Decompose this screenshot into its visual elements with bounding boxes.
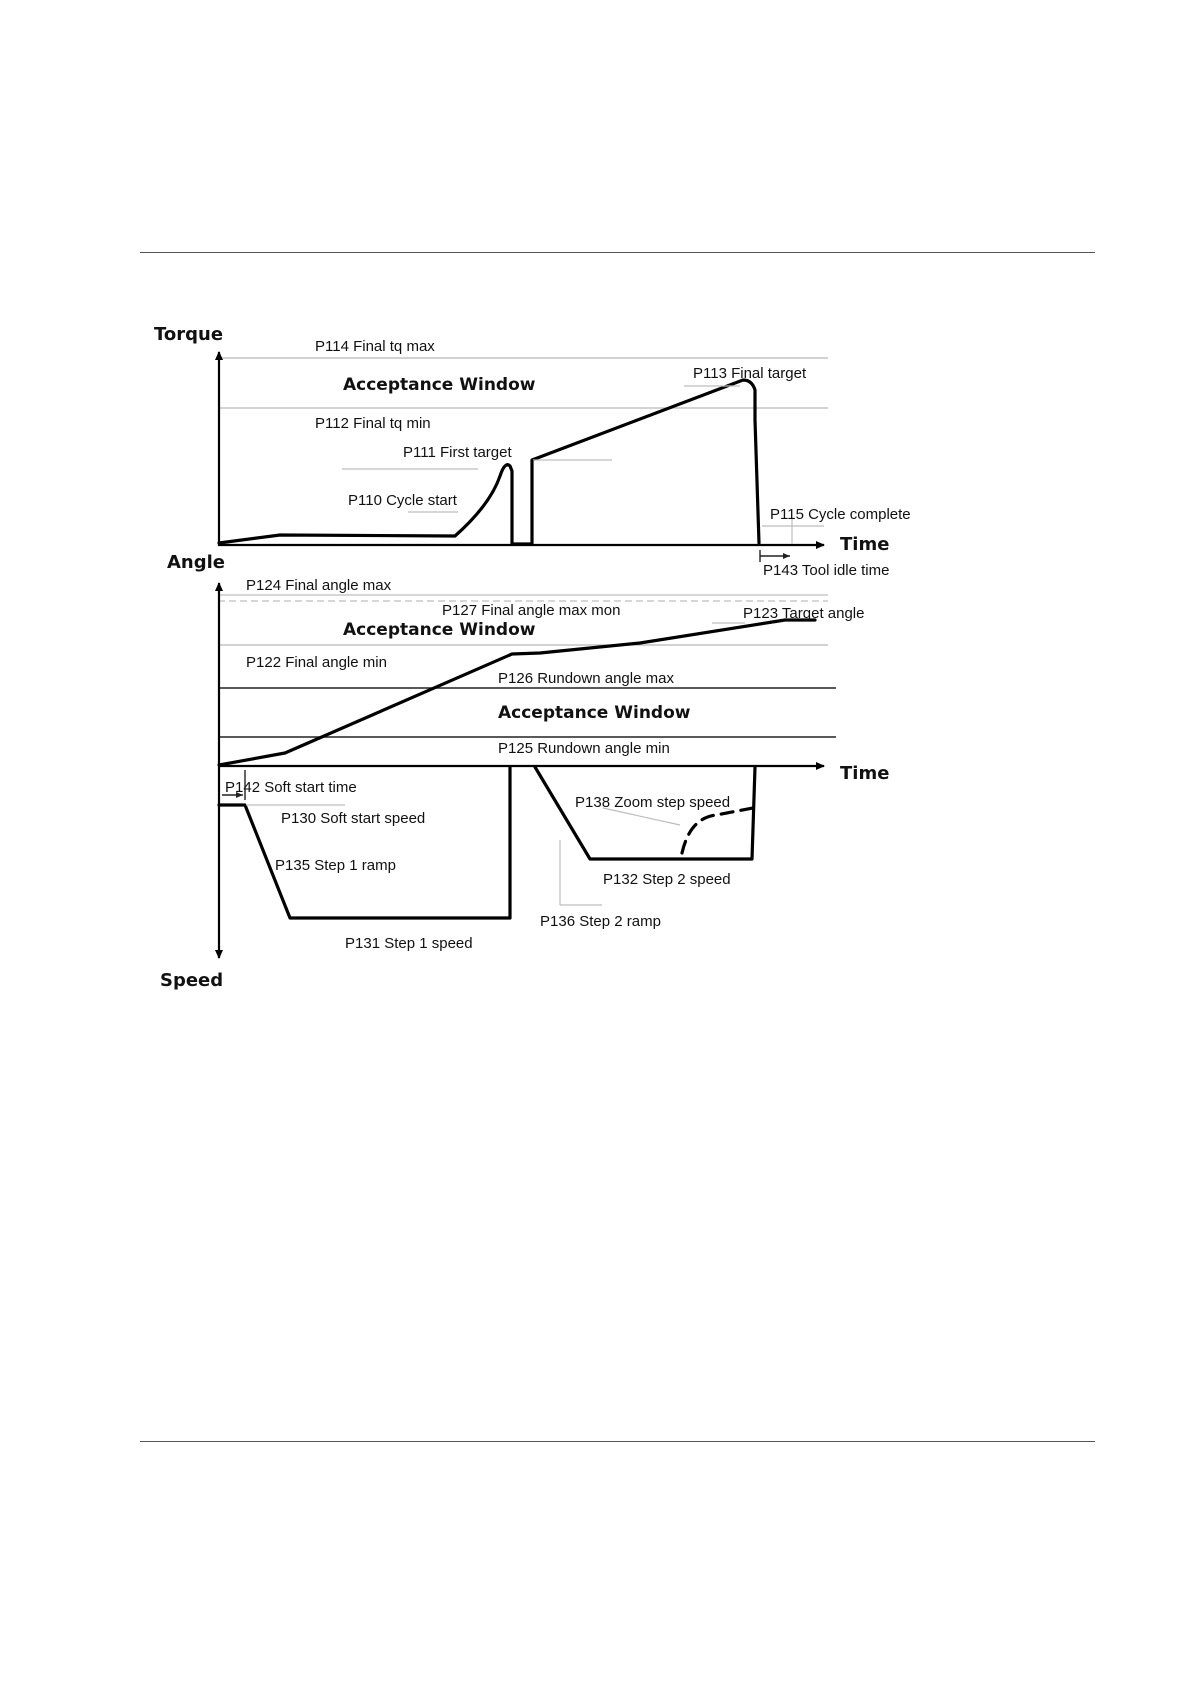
- torque-axis-label: Torque: [154, 324, 223, 345]
- angle-curve: [217, 618, 817, 767]
- zoom-step-speed-label: P138 Zoom step speed: [575, 794, 730, 811]
- target-angle-label: P123 Target angle: [743, 605, 865, 622]
- step1-ramp-label: P135 Step 1 ramp: [275, 857, 396, 874]
- final-tq-max-label: P114 Final tq max: [315, 338, 435, 355]
- torque-acceptance-window-label: Acceptance Window: [343, 375, 536, 395]
- speed-step1-curve: [217, 765, 512, 920]
- rundown-acceptance-window-label: Acceptance Window: [498, 703, 691, 723]
- final-angle-min-label: P122 Final angle min: [246, 654, 387, 671]
- cycle-start-label: P110 Cycle start: [348, 492, 458, 509]
- rundown-angle-max-label: P126 Rundown angle max: [498, 670, 674, 687]
- final-tq-min-label: P112 Final tq min: [315, 415, 431, 432]
- final-angle-max-mon-label: P127 Final angle max mon: [442, 602, 620, 619]
- time-axis-top-label: Time: [840, 534, 889, 555]
- first-target-label: P111 First target: [403, 444, 512, 461]
- step2-speed-label: P132 Step 2 speed: [603, 871, 731, 888]
- zoom-step-leader: [602, 807, 681, 826]
- footer-rule: [140, 1441, 1095, 1442]
- torque-curve: [217, 378, 761, 546]
- cycle-complete-label: P115 Cycle complete: [770, 506, 911, 523]
- time-axis-bottom-label: Time: [840, 763, 889, 784]
- rundown-angle-min-label: P125 Rundown angle min: [498, 740, 670, 757]
- final-angle-acceptance-window-label: Acceptance Window: [343, 620, 536, 640]
- speed-axis-label: Speed: [160, 970, 223, 991]
- soft-start-time-label: P142 Soft start time: [225, 779, 357, 796]
- header-rule: [140, 252, 1095, 253]
- step2-ramp-label: P136 Step 2 ramp: [540, 913, 661, 930]
- final-angle-max-label: P124 Final angle max: [246, 577, 392, 594]
- step1-speed-label: P131 Step 1 speed: [345, 935, 473, 952]
- zoom-step-dashed-curve: [680, 806, 755, 855]
- soft-start-speed-label: P130 Soft start speed: [281, 810, 425, 827]
- speed-step2-curve: [533, 765, 757, 861]
- final-target-label: P113 Final target: [693, 365, 807, 382]
- angle-axis-label: Angle: [167, 552, 225, 573]
- tool-idle-time-label: P143 Tool idle time: [763, 562, 889, 579]
